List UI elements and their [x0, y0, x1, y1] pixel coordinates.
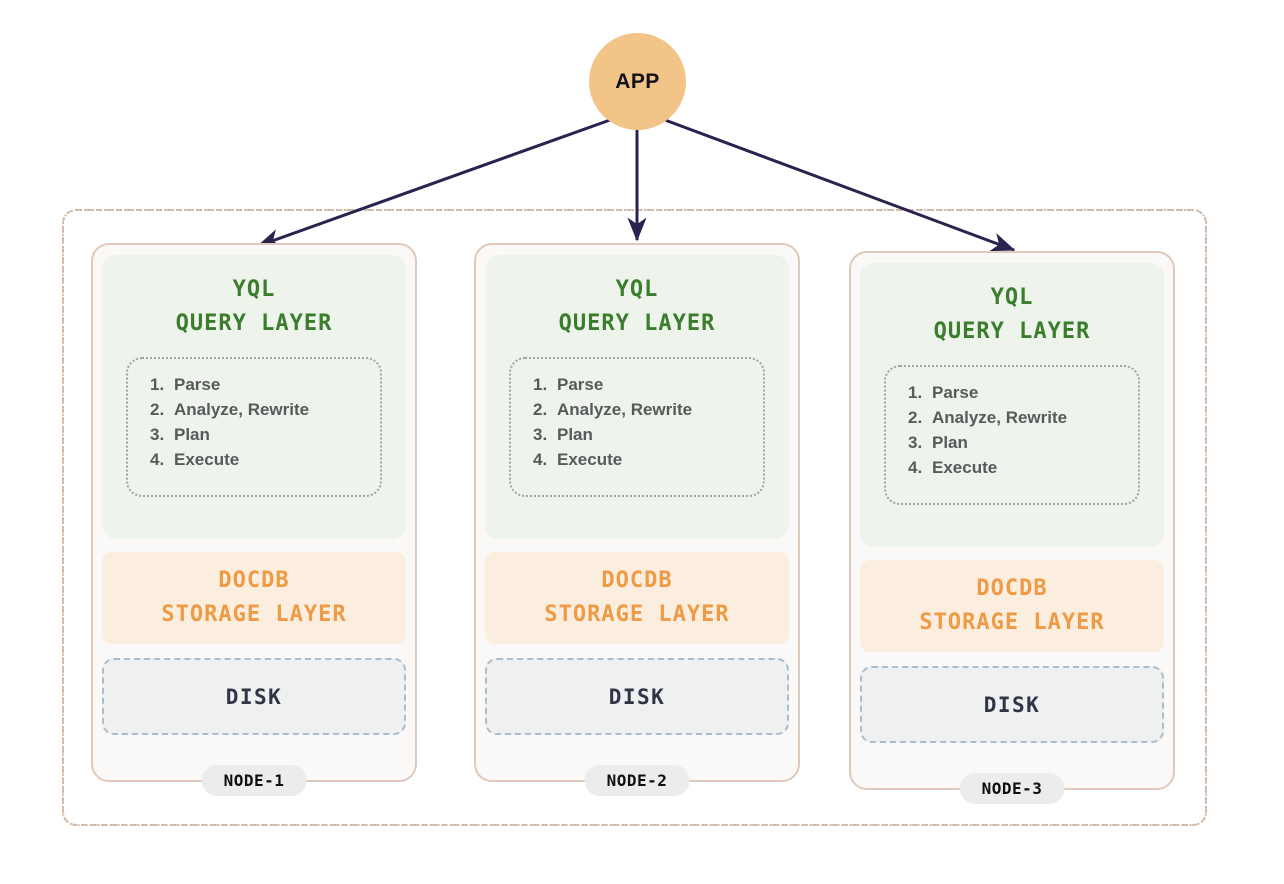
yql-steps-box-3: 1. Parse 2. Analyze, Rewrite 3. Plan 4. Exec… [884, 365, 1140, 506]
list-item: 1. Parse [150, 372, 370, 397]
step-text: Analyze, Rewrite [174, 400, 310, 420]
docdb-storage-layer-block-2: DOCDB STORAGE LAYER [485, 552, 789, 644]
yql-steps-box-1: 1. Parse 2. Analyze, Rewrite 3. Plan 4. Exec… [126, 357, 382, 498]
step-number: 3. [150, 425, 165, 445]
yql-title-line1-1: YQL [232, 277, 276, 302]
step-number: 2. [150, 400, 165, 420]
docdb-title-line2-2: STORAGE LAYER [544, 602, 730, 627]
node-badge-3: NODE-3 [959, 773, 1065, 804]
step-text: Plan [557, 425, 593, 445]
step-text: Parse [932, 383, 979, 403]
yql-title-2: YQL QUERY LAYER [499, 273, 775, 341]
list-item: 2. Analyze, Rewrite [533, 397, 753, 422]
yql-title-line2-3: QUERY LAYER [933, 319, 1091, 345]
docdb-title-2: DOCDB STORAGE LAYER [544, 564, 729, 632]
yql-steps-list-1: 1. Parse 2. Analyze, Rewrite 3. Plan 4. Exec… [150, 372, 370, 472]
docdb-title-line1-1: DOCDB [218, 567, 290, 593]
yql-title-line1-3: YQL [990, 285, 1034, 310]
yql-title-line1-2: YQL [615, 277, 659, 302]
yql-title-line2-1: QUERY LAYER [175, 311, 333, 337]
yql-title-3: YQL QUERY LAYER [874, 281, 1150, 349]
list-item: 3. Plan [908, 430, 1128, 455]
node-card-1[interactable]: YQL QUERY LAYER 1. Parse 2. Analyze, Rewri… [91, 243, 417, 796]
docdb-title-line1-3: DOCDB [976, 575, 1048, 601]
yql-query-layer-block-3: YQL QUERY LAYER 1. Parse 2. Analyze, Rewri… [860, 263, 1164, 547]
app-node-label: APP [615, 69, 660, 93]
docdb-title-1: DOCDB STORAGE LAYER [161, 564, 346, 632]
docdb-title-line1-2: DOCDB [601, 567, 673, 593]
disk-block-1: DISK [102, 658, 406, 735]
docdb-title-line2-3: STORAGE LAYER [919, 610, 1105, 635]
cluster-container [62, 209, 1207, 826]
step-number: 1. [908, 383, 923, 403]
yql-steps-list-2: 1. Parse 2. Analyze, Rewrite 3. Plan 4. Exec… [533, 372, 753, 472]
disk-label-3: DISK [983, 692, 1041, 717]
list-item: 2. Analyze, Rewrite [150, 397, 370, 422]
step-number: 4. [533, 450, 548, 470]
step-text: Execute [174, 450, 240, 470]
step-text: Execute [932, 458, 998, 478]
list-item: 2. Analyze, Rewrite [908, 405, 1128, 430]
list-item: 1. Parse [533, 372, 753, 397]
docdb-storage-layer-block-1: DOCDB STORAGE LAYER [102, 552, 406, 644]
yql-steps-list-3: 1. Parse 2. Analyze, Rewrite 3. Plan 4. Exec… [908, 380, 1128, 480]
docdb-title-3: DOCDB STORAGE LAYER [919, 572, 1104, 640]
step-number: 4. [908, 458, 923, 478]
step-text: Analyze, Rewrite [932, 408, 1068, 428]
step-number: 3. [908, 433, 923, 453]
list-item: 4. Execute [150, 447, 370, 472]
step-number: 1. [150, 375, 165, 395]
yql-title-1: YQL QUERY LAYER [116, 273, 392, 341]
docdb-title-line2-1: STORAGE LAYER [161, 602, 347, 627]
list-item: 4. Execute [908, 455, 1128, 480]
disk-block-2: DISK [485, 658, 789, 735]
node-badge-2: NODE-2 [584, 765, 690, 796]
step-text: Parse [174, 375, 221, 395]
step-text: Parse [557, 375, 604, 395]
node-card-2[interactable]: YQL QUERY LAYER 1. Parse 2. Analyze, Rewri… [474, 243, 800, 796]
step-number: 4. [150, 450, 165, 470]
disk-block-3: DISK [860, 666, 1164, 743]
docdb-storage-layer-block-3: DOCDB STORAGE LAYER [860, 560, 1164, 652]
step-text: Plan [174, 425, 210, 445]
step-number: 2. [533, 400, 548, 420]
yql-query-layer-block-2: YQL QUERY LAYER 1. Parse 2. Analyze, Rewri… [485, 255, 789, 539]
yql-query-layer-block-1: YQL QUERY LAYER 1. Parse 2. Analyze, Rewri… [102, 255, 406, 539]
app-node[interactable]: APP [589, 33, 686, 130]
disk-label-1: DISK [225, 684, 283, 709]
disk-label-2: DISK [608, 684, 666, 709]
yql-steps-box-2: 1. Parse 2. Analyze, Rewrite 3. Plan 4. Exec… [509, 357, 765, 498]
step-text: Execute [557, 450, 623, 470]
step-text: Plan [932, 433, 968, 453]
step-number: 2. [908, 408, 923, 428]
node-badge-1: NODE-1 [201, 765, 307, 796]
step-number: 3. [533, 425, 548, 445]
list-item: 3. Plan [150, 422, 370, 447]
list-item: 1. Parse [908, 380, 1128, 405]
step-number: 1. [533, 375, 548, 395]
list-item: 3. Plan [533, 422, 753, 447]
list-item: 4. Execute [533, 447, 753, 472]
yql-title-line2-2: QUERY LAYER [558, 311, 716, 337]
node-card-3[interactable]: YQL QUERY LAYER 1. Parse 2. Analyze, Rewri… [849, 251, 1175, 804]
step-text: Analyze, Rewrite [557, 400, 693, 420]
